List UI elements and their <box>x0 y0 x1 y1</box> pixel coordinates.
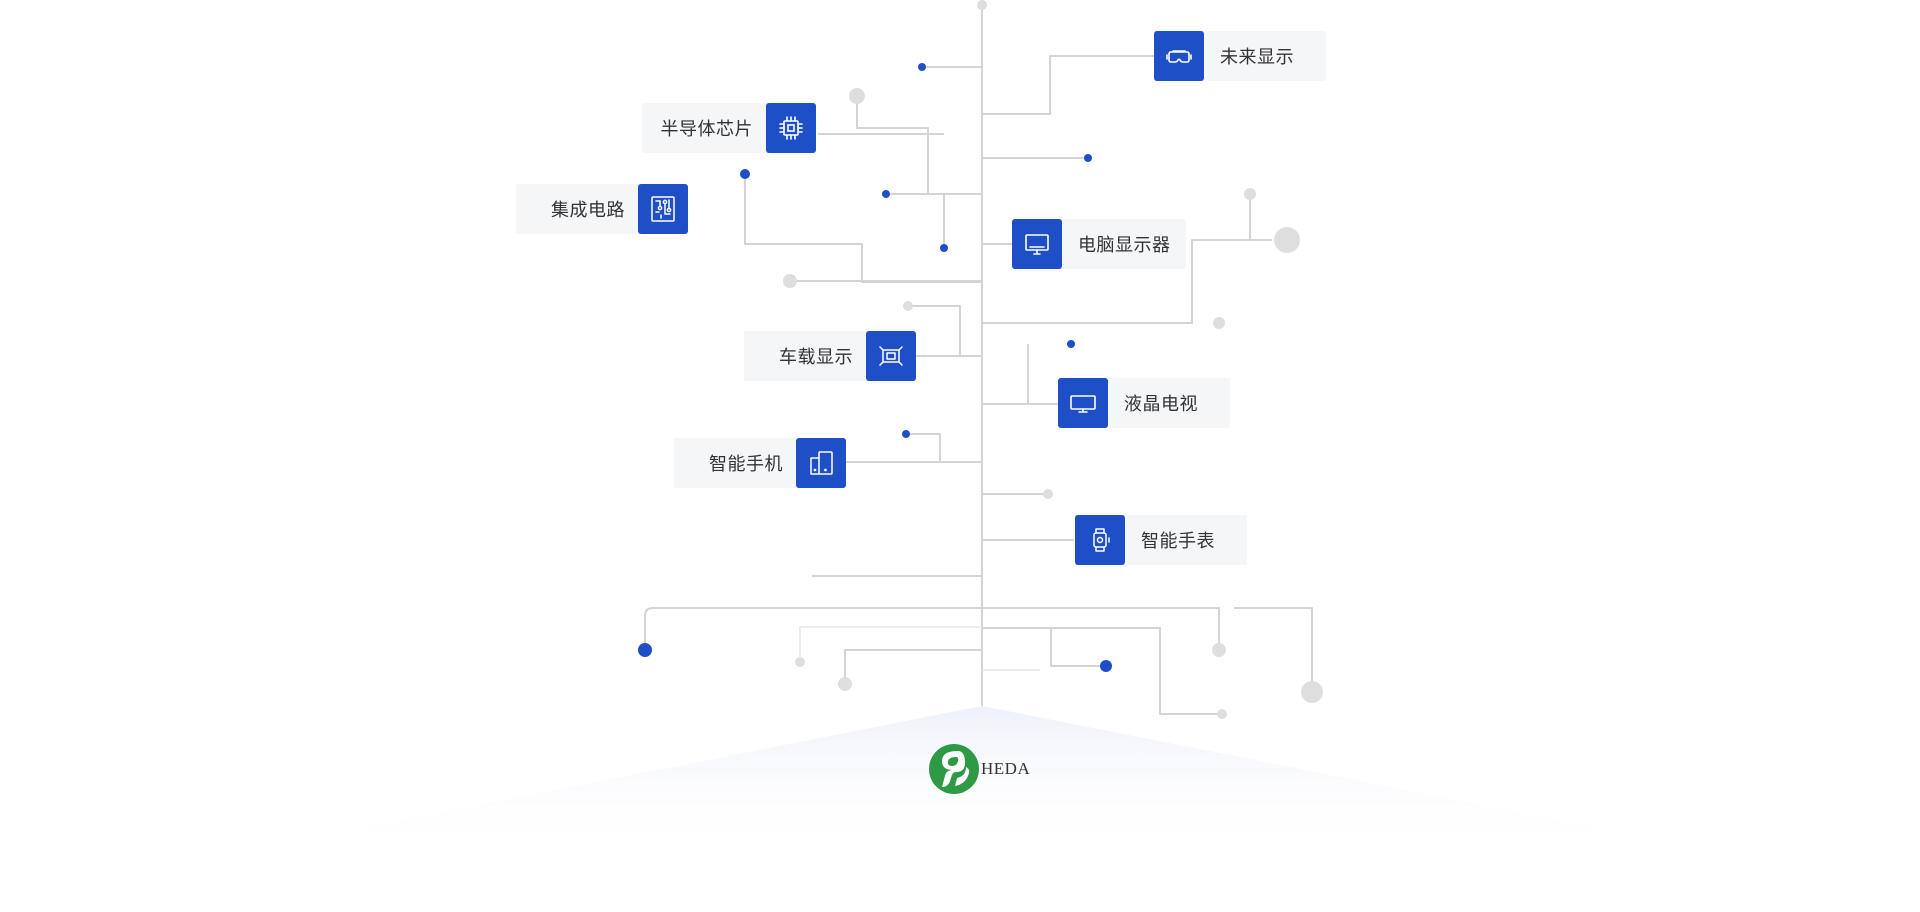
phone-icon <box>796 438 846 488</box>
node-label: 集成电路 <box>551 200 625 220</box>
car-display-icon <box>866 331 916 381</box>
watch-icon <box>1075 515 1125 565</box>
node-label: 智能手机 <box>709 454 783 474</box>
node-computer-monitor[interactable]: 电脑显示器 <box>1012 219 1186 269</box>
circuit-board-icon <box>638 184 688 234</box>
node-smartphone[interactable]: 智能手机 <box>674 438 846 488</box>
node-label: 车载显示 <box>779 347 853 367</box>
vr-headset-icon <box>1154 31 1204 81</box>
brand-name: HEDA <box>981 759 1031 778</box>
chip-icon <box>766 103 816 153</box>
node-label: 智能手表 <box>1141 531 1215 551</box>
node-car-display[interactable]: 车载显示 <box>744 331 916 381</box>
heda-logo: HEDA <box>928 743 1030 795</box>
node-label: 电脑显示器 <box>1078 235 1171 255</box>
heda-logo-icon <box>929 744 979 794</box>
node-label: 液晶电视 <box>1124 394 1198 414</box>
node-label: 半导体芯片 <box>660 119 753 139</box>
node-lcd-tv[interactable]: 液晶电视 <box>1058 378 1230 428</box>
node-semiconductor-chip[interactable]: 半导体芯片 <box>642 103 816 153</box>
node-smartwatch[interactable]: 智能手表 <box>1075 515 1247 565</box>
monitor-icon <box>1012 219 1062 269</box>
node-integrated-circuit[interactable]: 集成电路 <box>516 184 688 234</box>
node-label: 未来显示 <box>1220 47 1294 67</box>
node-future-display[interactable]: 未来显示 <box>1154 31 1326 81</box>
tv-icon <box>1058 378 1108 428</box>
